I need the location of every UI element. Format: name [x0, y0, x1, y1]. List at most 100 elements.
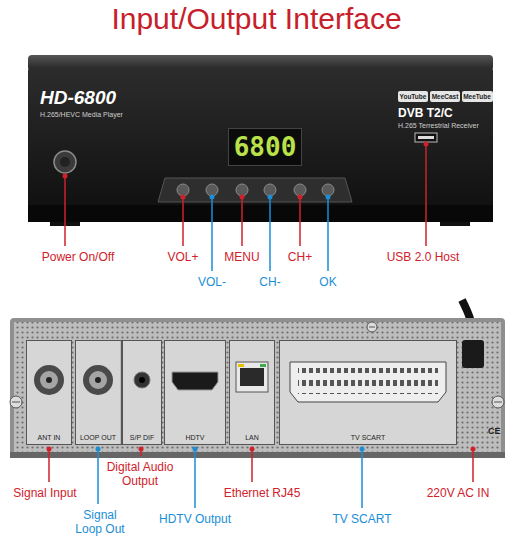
power-button-center — [60, 157, 70, 167]
port-name: LOOP OUT — [78, 434, 118, 442]
panel-button — [206, 184, 218, 196]
callout-label: Digital Audio Output — [98, 460, 183, 488]
rj45-port — [236, 362, 268, 392]
leader-line — [194, 449, 196, 508]
coax-ring — [89, 371, 107, 389]
port-plate — [76, 340, 120, 445]
port-name: ANT IN — [36, 434, 63, 442]
screw — [10, 396, 22, 408]
leader-dot — [240, 195, 245, 200]
app-name: MeeCast — [432, 93, 459, 100]
callout-label: USB 2.0 Host — [387, 250, 460, 264]
app-badge: MeeCast — [430, 91, 460, 102]
leader-dot — [47, 447, 52, 452]
port-name: S/P DIF — [128, 434, 156, 442]
app-name: MeeTube — [463, 93, 491, 100]
front-panel: HD-6800H.265/HEVC Media PlayerDVB T2/CH.… — [28, 55, 493, 222]
port-plate — [122, 340, 162, 445]
coax-port — [34, 365, 64, 395]
front-face — [28, 68, 493, 222]
hdmi-port — [172, 372, 218, 390]
leader-dot — [210, 195, 215, 200]
leader-dot — [139, 447, 144, 452]
coax-port — [83, 365, 113, 395]
port-frame: LOOP OUT — [75, 340, 122, 445]
power-button — [54, 151, 76, 173]
callout-label: HDTV Output — [159, 512, 231, 526]
app-badge: MeeTube — [462, 91, 493, 102]
usb-tongue — [418, 136, 434, 139]
port-frame: HDTV — [164, 340, 226, 445]
leader-dot — [471, 447, 476, 452]
panel-button — [177, 184, 189, 196]
model-name: HD-6800 — [40, 87, 116, 109]
scart-port — [290, 362, 446, 402]
leader-line — [64, 176, 66, 246]
rj45-led — [260, 364, 266, 367]
leader-dot — [298, 195, 303, 200]
callout-label: VOL+ — [167, 250, 198, 264]
panel-button — [294, 184, 306, 196]
port-name: HDTV — [183, 434, 206, 442]
port-plate — [164, 340, 226, 445]
port-plate — [26, 340, 72, 445]
callout-label: Ethernet RJ45 — [224, 486, 301, 500]
rear-panel: CE ANT IN LOOP OUT S/P DIF HDTV LAN TV SCART — [10, 318, 505, 458]
screw — [492, 396, 504, 408]
callout-label: VOL- — [198, 275, 226, 289]
port-name: TV SCART — [349, 434, 388, 442]
rear-frame — [10, 318, 505, 458]
callout-label: Power On/Off — [42, 250, 114, 264]
leader-line — [327, 197, 329, 271]
leader-line — [48, 449, 50, 482]
app-name: YouTube — [400, 93, 427, 100]
leader-line — [361, 449, 363, 508]
callout-label: CH+ — [288, 250, 312, 264]
leader-dot — [96, 447, 101, 452]
callout-label: TV SCART — [332, 512, 391, 526]
callout-label: MENU — [224, 250, 259, 264]
rear-perforation — [14, 322, 501, 452]
panel-button — [236, 184, 248, 196]
power-plug — [462, 340, 484, 368]
port-plate — [279, 340, 457, 445]
panel-button — [264, 184, 276, 196]
receiver-type: H.265 Terrestrial Receiver — [398, 122, 479, 130]
spdif-port — [134, 372, 150, 388]
leader-dot — [181, 195, 186, 200]
leader-line — [211, 197, 213, 271]
coax-pin — [46, 377, 52, 383]
screw-slot — [12, 402, 20, 403]
leader-line — [299, 197, 301, 246]
ce-mark: CE — [488, 426, 501, 436]
rj45-led — [238, 364, 244, 367]
screw — [367, 322, 377, 332]
port-name: LAN — [243, 434, 261, 442]
foot — [440, 222, 470, 226]
port-frame: LAN — [229, 340, 275, 445]
model-subtitle: H.265/HEVC Media Player — [40, 111, 123, 119]
leader-line — [182, 197, 184, 246]
leader-line — [251, 449, 253, 482]
app-badge: YouTube — [398, 91, 428, 102]
port-frame: S/P DIF — [122, 340, 162, 445]
callout-label: Signal Loop Out — [70, 508, 130, 536]
leader-line — [269, 197, 271, 271]
leader-line — [241, 197, 243, 246]
screw-slot — [494, 402, 502, 403]
leader-dot — [424, 142, 429, 147]
port-frame: ANT IN — [26, 340, 72, 445]
coax-ring — [40, 371, 58, 389]
spdif-hole — [139, 377, 145, 383]
leader-line — [425, 144, 427, 246]
rear-housing — [10, 300, 505, 458]
display-digits: 6800 — [234, 134, 297, 160]
diagram-title: Input/Output Interface — [0, 2, 513, 36]
leader-dot — [326, 195, 331, 200]
usb-port — [415, 133, 437, 142]
coax-pin — [95, 377, 101, 383]
scart-pins — [298, 368, 438, 394]
port-plate — [229, 340, 275, 445]
